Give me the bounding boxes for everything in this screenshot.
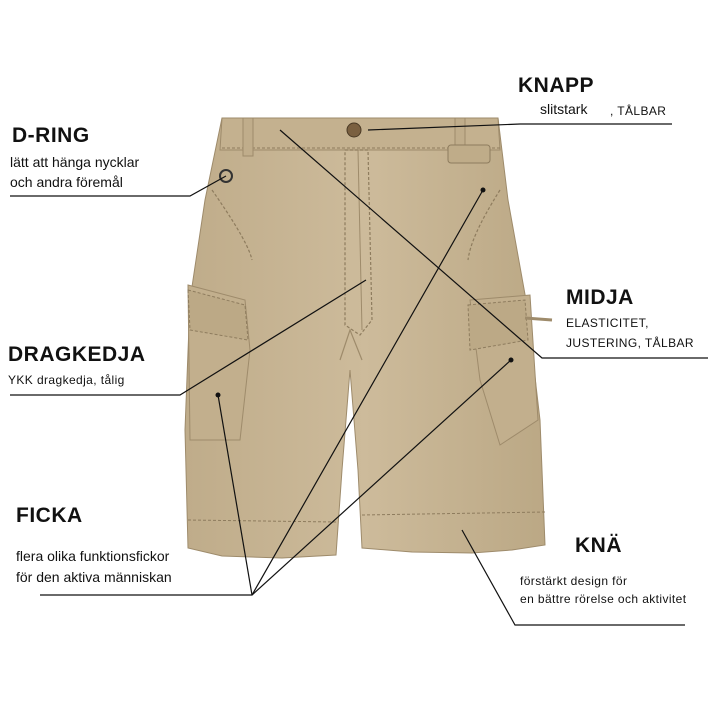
knapp-desc: slitstark bbox=[540, 101, 588, 117]
waist-tab bbox=[447, 144, 491, 164]
midja-line bbox=[279, 129, 708, 359]
zipper-fly bbox=[344, 149, 373, 336]
kna-line bbox=[461, 529, 685, 626]
dring-desc-line2: och andra föremål bbox=[10, 174, 123, 190]
ficka-line-2 bbox=[251, 359, 512, 596]
d-ring bbox=[219, 169, 233, 183]
midja-title: MIDJA bbox=[566, 286, 634, 309]
ficka-desc-line2: för den aktiva människan bbox=[16, 569, 172, 585]
belt-loop bbox=[242, 117, 254, 157]
ficka-title: FICKA bbox=[16, 504, 83, 527]
midja-desc-line2: JUSTERING, TÅLBAR bbox=[566, 336, 694, 350]
dragkedja-line bbox=[10, 279, 367, 396]
kna-desc-line2: en bättre rörelse och aktivitet bbox=[520, 592, 687, 606]
ficka-line-3 bbox=[217, 394, 253, 596]
knapp-line bbox=[367, 123, 672, 131]
button bbox=[346, 122, 362, 138]
callout-lines bbox=[10, 123, 708, 626]
dragkedja-desc: YKK dragkedja, tålig bbox=[8, 373, 125, 387]
dragkedja-title: DRAGKEDJA bbox=[8, 343, 146, 366]
knapp-title: KNAPP bbox=[518, 74, 595, 97]
kna-desc-line1: förstärkt design för bbox=[520, 574, 628, 588]
kna-title: KNÄ bbox=[575, 534, 622, 557]
callout-dots bbox=[215, 187, 514, 398]
ficka-desc-line1: flera olika funktionsfickor bbox=[16, 548, 170, 564]
knapp-desc-extra: , TÅLBAR bbox=[610, 104, 667, 118]
midja-desc-line1: ELASTICITET, bbox=[566, 316, 649, 330]
shorts bbox=[184, 117, 553, 559]
dring-line bbox=[10, 175, 227, 197]
dring-title: D-RING bbox=[12, 124, 90, 147]
dring-desc-line1: lätt att hänga nycklar bbox=[10, 154, 140, 170]
